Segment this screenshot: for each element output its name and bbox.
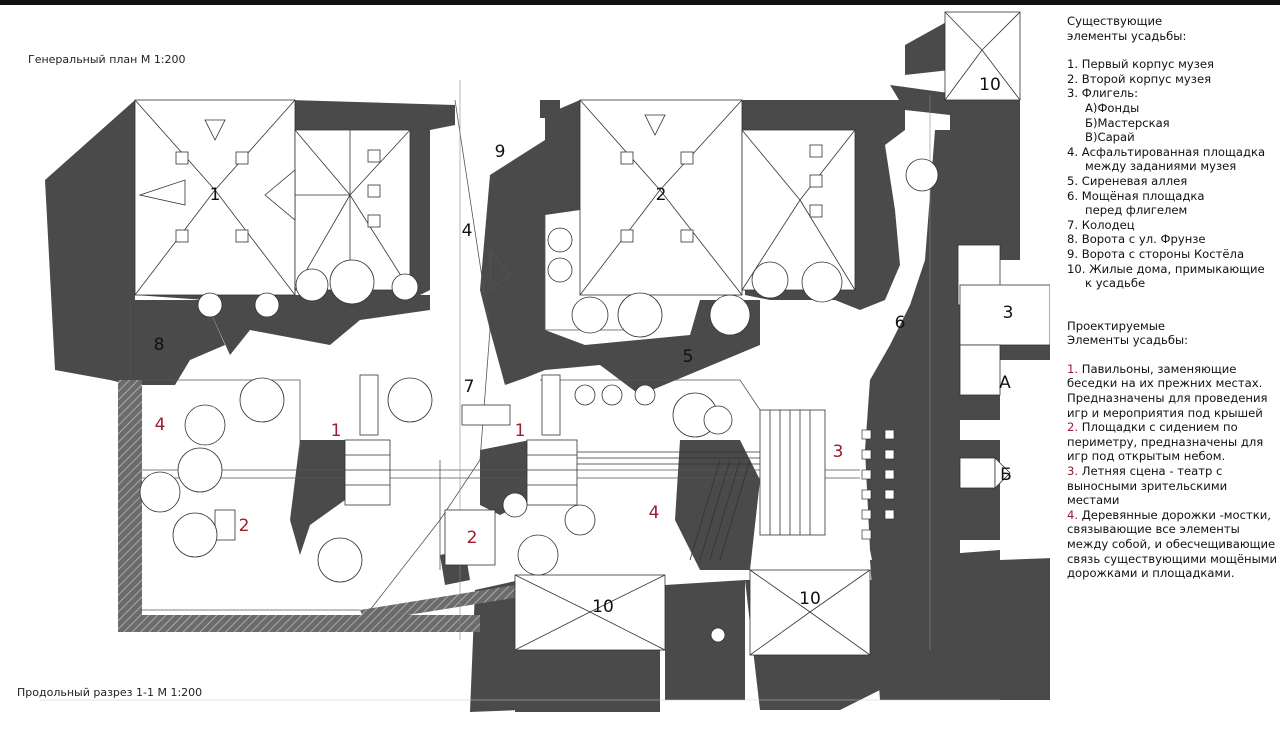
existing-item: 2. Второй корпус музея [1067, 71, 1212, 86]
existing-subitem: к усадьбе [1085, 276, 1146, 291]
perimeter-wall [118, 380, 520, 632]
label-lilac-5: 5 [683, 347, 694, 367]
projected-item-number: 3. [1067, 464, 1079, 479]
projected-item-number: 4. [1067, 507, 1079, 522]
label-pavilion-1b: 1 [515, 421, 526, 441]
plan-title: Генеральный план М 1:200 [28, 53, 186, 66]
section-title: Продольный разрез 1-1 М 1:200 [17, 686, 203, 699]
existing-subitem: А)Фонды [1085, 100, 1140, 115]
existing-item: 10. Жилые дома, примыкающие [1067, 261, 1265, 276]
projected-list: 1. Павильоны, заменяющие беседки на их п… [1067, 362, 1280, 581]
label-house-10-right: 10 [799, 589, 821, 609]
existing-heading-line-1: Существующие [1067, 14, 1163, 28]
label-platform-2a: 2 [239, 516, 250, 536]
existing-item: 1. Первый корпус музея [1067, 57, 1214, 72]
label-building-1: 1 [210, 185, 221, 205]
projected-item-text: Деревянные дорожки -мостки, связывающие … [1067, 507, 1278, 581]
projected-item: 1. Павильоны, заменяющие беседки на их п… [1067, 362, 1280, 420]
label-walkway-4a: 4 [155, 415, 166, 435]
label-gate-8: 8 [154, 335, 165, 355]
existing-element-labels: 1 2 3 4 5 6 7 8 9 10 10 10 А Б [154, 75, 1014, 617]
label-platform-2b: 2 [467, 528, 478, 548]
garden-outlines [40, 80, 1000, 701]
existing-item: 9. Ворота с стороны Костёла [1067, 246, 1245, 261]
label-wing-a: А [999, 373, 1011, 393]
label-gate-9: 9 [495, 142, 506, 162]
projected-item-text: Летняя сцена - театр с выносными зритель… [1067, 464, 1228, 508]
projected-item-number: 1. [1067, 361, 1079, 376]
top-border [0, 0, 1280, 5]
existing-subitem: между заданиями музея [1085, 159, 1237, 174]
projected-item-text: Павильоны, заменяющие беседки на их преж… [1067, 361, 1268, 420]
projected-item-number: 2. [1067, 420, 1079, 435]
buildings [134, 11, 1050, 656]
existing-item: 6. Мощёная площадка [1067, 188, 1205, 203]
trees [139, 158, 939, 643]
projected-heading-line-1: Проектируемые [1067, 318, 1165, 333]
label-stage-3: 3 [833, 442, 844, 462]
label-paved-6: 6 [895, 313, 906, 333]
projected-item: 4. Деревянные дорожки -мостки, связывающ… [1067, 508, 1280, 581]
existing-subitem: В)Сарай [1085, 130, 1135, 145]
label-walkway-4b: 4 [649, 503, 660, 523]
label-house-10-left: 10 [592, 597, 614, 617]
existing-item: 3. Флигель: [1067, 86, 1139, 101]
existing-list: 1. Первый корпус музея 2. Второй корпус … [1067, 57, 1280, 291]
label-asphalt-4: 4 [462, 221, 473, 241]
legend: Существующие элементы усадьбы: 1. Первый… [1067, 14, 1280, 581]
label-building-2: 2 [656, 185, 667, 205]
projected-item: 3. Летняя сцена - театр с выносными зрит… [1067, 464, 1280, 508]
existing-item: 5. Сиреневая аллея [1067, 173, 1188, 188]
existing-subitem: перед флигелем [1085, 203, 1188, 218]
label-well-7: 7 [464, 377, 475, 397]
existing-item: 8. Ворота с ул. Фрунзе [1067, 232, 1206, 247]
projected-item: 2. Площадки с сидением по периметру, пре… [1067, 420, 1280, 464]
label-pavilion-1a: 1 [331, 421, 342, 441]
projected-element-labels: 1 1 2 2 3 4 4 [155, 415, 844, 548]
existing-heading-line-2: элементы усадьбы: [1067, 28, 1187, 43]
wooden-walkways [577, 451, 760, 561]
existing-subitem: Б)Мастерская [1085, 115, 1170, 130]
label-wing-b: Б [1000, 465, 1012, 485]
label-outbuilding-3: 3 [1003, 303, 1014, 323]
label-house-10-top: 10 [979, 75, 1001, 95]
existing-item: 7. Колодец [1067, 217, 1135, 232]
existing-item: 4. Асфальтированная площадка [1067, 144, 1266, 159]
site-plan: 1 2 3 4 5 6 7 8 9 10 10 10 А Б 1 1 2 2 3… [40, 11, 1050, 712]
projected-item-text: Площадки с сидением по периметру, предна… [1067, 420, 1264, 464]
projected-heading-line-2: Элементы усадьбы: [1067, 333, 1189, 348]
spectator-seats [861, 429, 895, 540]
